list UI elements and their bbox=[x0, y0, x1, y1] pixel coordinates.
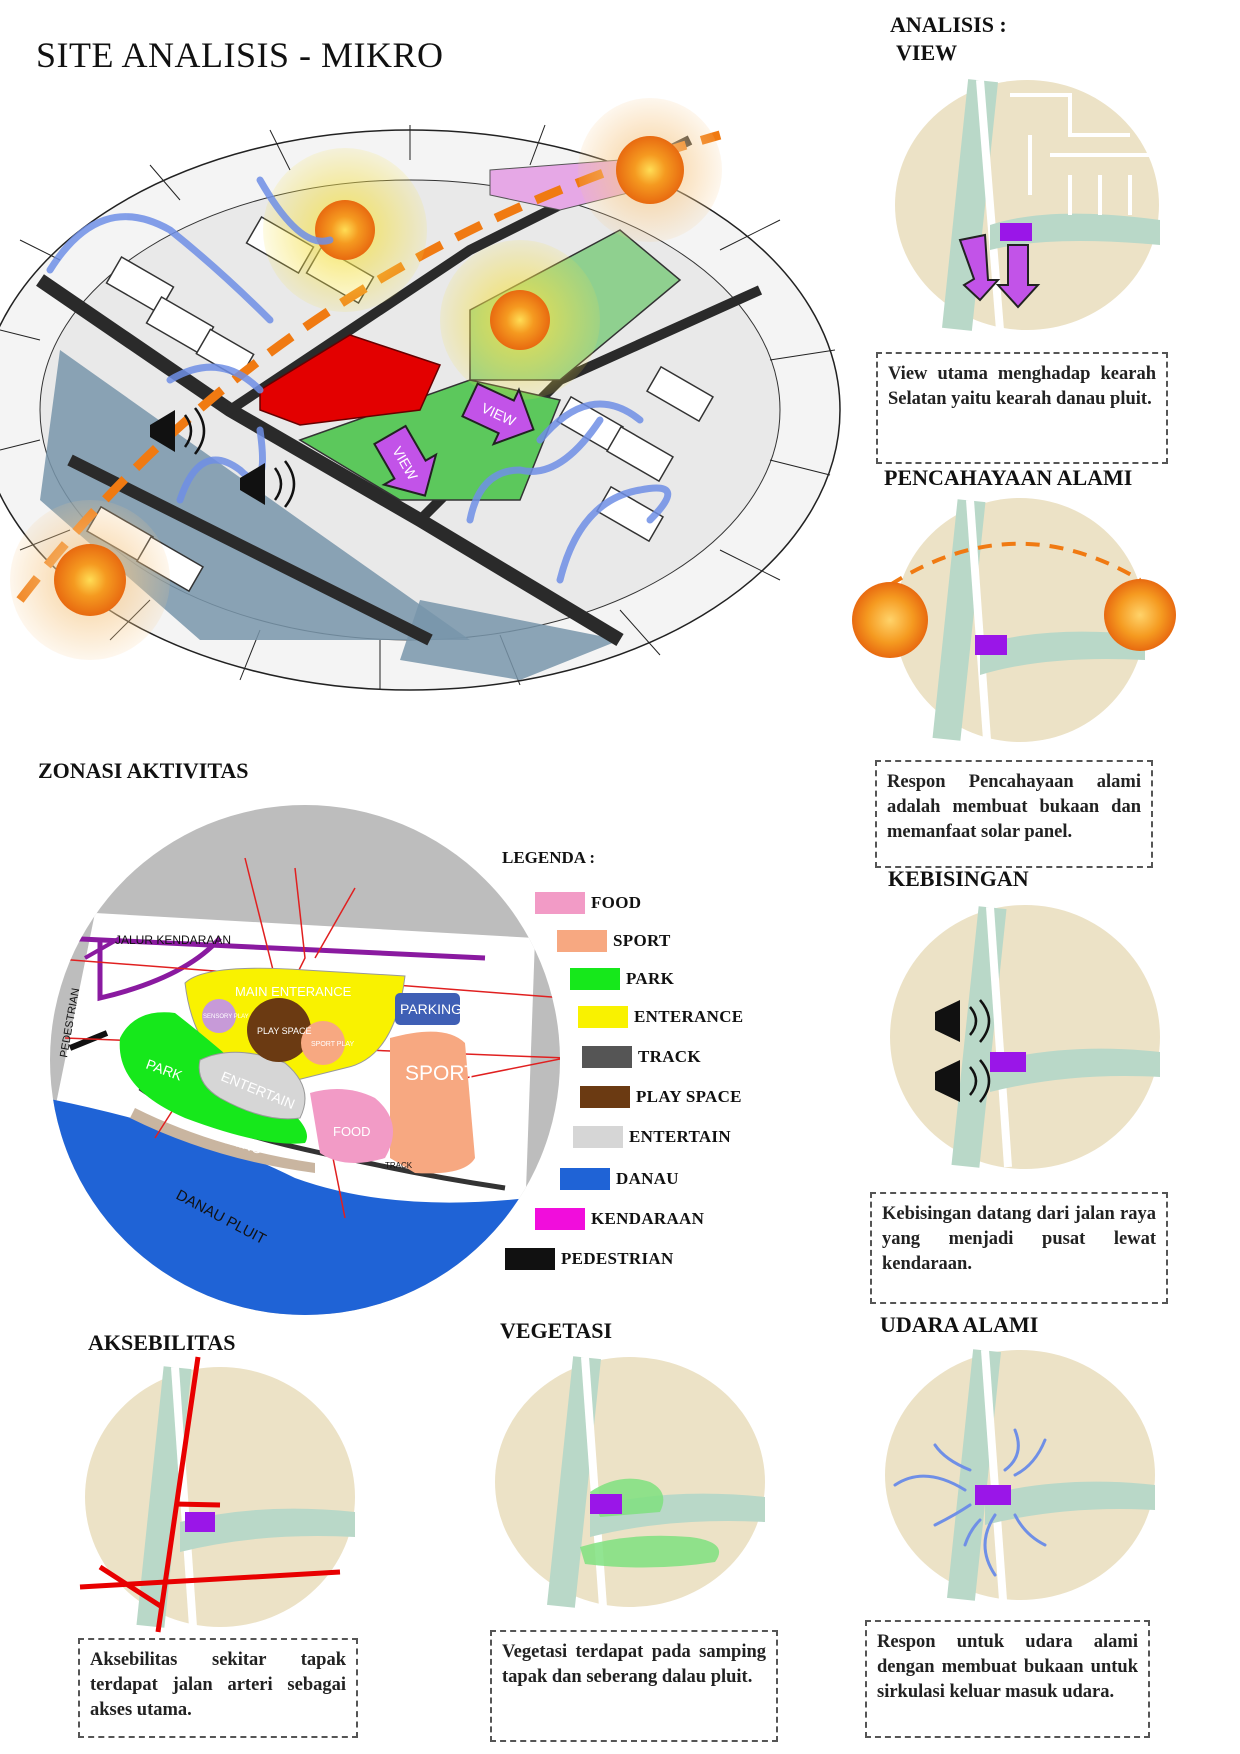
legend-swatch bbox=[582, 1046, 632, 1068]
access-note: Aksebilitas sekitar tapak terdapat jalan… bbox=[78, 1638, 358, 1738]
legend-swatch bbox=[578, 1006, 628, 1028]
sport-zone bbox=[390, 1031, 475, 1174]
play-space-zone bbox=[247, 998, 311, 1062]
view-arrow bbox=[958, 233, 1041, 309]
vegetation-note: Vegetasi terdapat pada samping tapak dan… bbox=[490, 1630, 778, 1742]
noise-note: Kebisingan datang dari jalan raya yang m… bbox=[870, 1192, 1168, 1304]
legend-item: SPORT bbox=[557, 930, 671, 952]
sport-play-zone bbox=[301, 1021, 345, 1065]
legend-item: FOOD bbox=[535, 892, 641, 914]
legend-item: PARK bbox=[570, 968, 674, 990]
zoning-map: JALUR KENDARAAN PEDESTRIAN MAIN ENTERANC… bbox=[50, 805, 560, 1315]
svg-text:SPORT: SPORT bbox=[405, 1062, 477, 1085]
view-note: View utama menghadap kearah Selatan yait… bbox=[876, 352, 1168, 464]
site-overview-diagram: VIEW VIEW bbox=[0, 98, 841, 691]
sun-icon bbox=[578, 98, 722, 242]
page-title: SITE ANALISIS - MIKRO bbox=[36, 35, 444, 75]
svg-text:FOOD: FOOD bbox=[333, 1124, 371, 1139]
speaker-icon bbox=[935, 999, 991, 1043]
sun-icon bbox=[10, 500, 170, 660]
zoning-heading: ZONASI AKTIVITAS bbox=[38, 758, 249, 783]
access-heading: AKSEBILITAS bbox=[88, 1330, 236, 1355]
sun-icon bbox=[440, 240, 600, 400]
legend-item: DANAU bbox=[560, 1168, 679, 1190]
vegetation-map bbox=[495, 1356, 765, 1608]
food-zone bbox=[310, 1089, 393, 1163]
air-heading: UDARA ALAMI bbox=[880, 1312, 1039, 1337]
legend-item: KENDARAAN bbox=[535, 1208, 704, 1230]
sun-icon bbox=[852, 582, 928, 658]
arterial-roads bbox=[79, 1356, 341, 1633]
lighting-map bbox=[852, 498, 1176, 742]
lighting-note: Respon Pencahayaan alami adalah membuat … bbox=[875, 760, 1153, 868]
sensory-zone bbox=[202, 999, 236, 1033]
access-map bbox=[79, 1356, 355, 1633]
svg-text:PLAY SPACE: PLAY SPACE bbox=[257, 1026, 312, 1036]
svg-text:TRACK: TRACK bbox=[385, 1161, 413, 1170]
legend-swatch bbox=[535, 1208, 585, 1230]
vegetation-heading: VEGETASI bbox=[500, 1318, 613, 1343]
legend-swatch bbox=[580, 1086, 630, 1108]
sun-icon bbox=[1104, 579, 1176, 651]
view-arrow: VIEW bbox=[373, 424, 438, 497]
legend-swatch bbox=[570, 968, 620, 990]
view-arrow: VIEW bbox=[461, 382, 535, 446]
air-map bbox=[885, 1349, 1155, 1601]
svg-text:SPORT PLAY: SPORT PLAY bbox=[311, 1041, 355, 1048]
legend-heading: LEGENDA : bbox=[502, 848, 596, 867]
view-heading: VIEW bbox=[896, 40, 958, 65]
sun-icon bbox=[263, 148, 427, 312]
legend-swatch bbox=[560, 1168, 610, 1190]
speaker-icon bbox=[240, 460, 296, 508]
entertain-zone bbox=[198, 1051, 306, 1120]
svg-text:SENSORY PLAY: SENSORY PLAY bbox=[203, 1014, 249, 1020]
wind-arrows bbox=[46, 176, 672, 584]
view-map bbox=[895, 79, 1160, 331]
legend-swatch bbox=[505, 1248, 555, 1270]
legend-swatch bbox=[557, 930, 607, 952]
red-building bbox=[259, 334, 442, 426]
svg-text:JALUR KENDARAAN: JALUR KENDARAAN bbox=[115, 933, 231, 947]
legend-swatch bbox=[535, 892, 585, 914]
legend-item: ENTERTAIN bbox=[573, 1126, 731, 1148]
noise-heading: KEBISINGAN bbox=[888, 866, 1029, 891]
noise-map bbox=[890, 905, 1160, 1169]
parking-zone bbox=[395, 993, 460, 1025]
svg-text:PARKING: PARKING bbox=[400, 1001, 462, 1017]
air-note: Respon untuk udara alami dengan membuat … bbox=[865, 1620, 1150, 1738]
legend-item: ENTERANCE bbox=[578, 1006, 743, 1028]
svg-text:MAIN ENTERANCE: MAIN ENTERANCE bbox=[235, 984, 352, 999]
legend-swatch bbox=[573, 1126, 623, 1148]
legend-item: PEDESTRIAN bbox=[505, 1248, 674, 1270]
lighting-heading: PENCAHAYAAN ALAMI bbox=[884, 465, 1133, 490]
speaker-icon bbox=[935, 1059, 991, 1103]
legend-item: PLAY SPACE bbox=[580, 1086, 742, 1108]
main-road bbox=[36, 274, 624, 647]
wind-arrows bbox=[893, 1428, 1047, 1577]
legend-item: TRACK bbox=[582, 1046, 701, 1068]
analysis-heading: ANALISIS : bbox=[890, 12, 1007, 37]
speaker-icon bbox=[150, 407, 206, 455]
